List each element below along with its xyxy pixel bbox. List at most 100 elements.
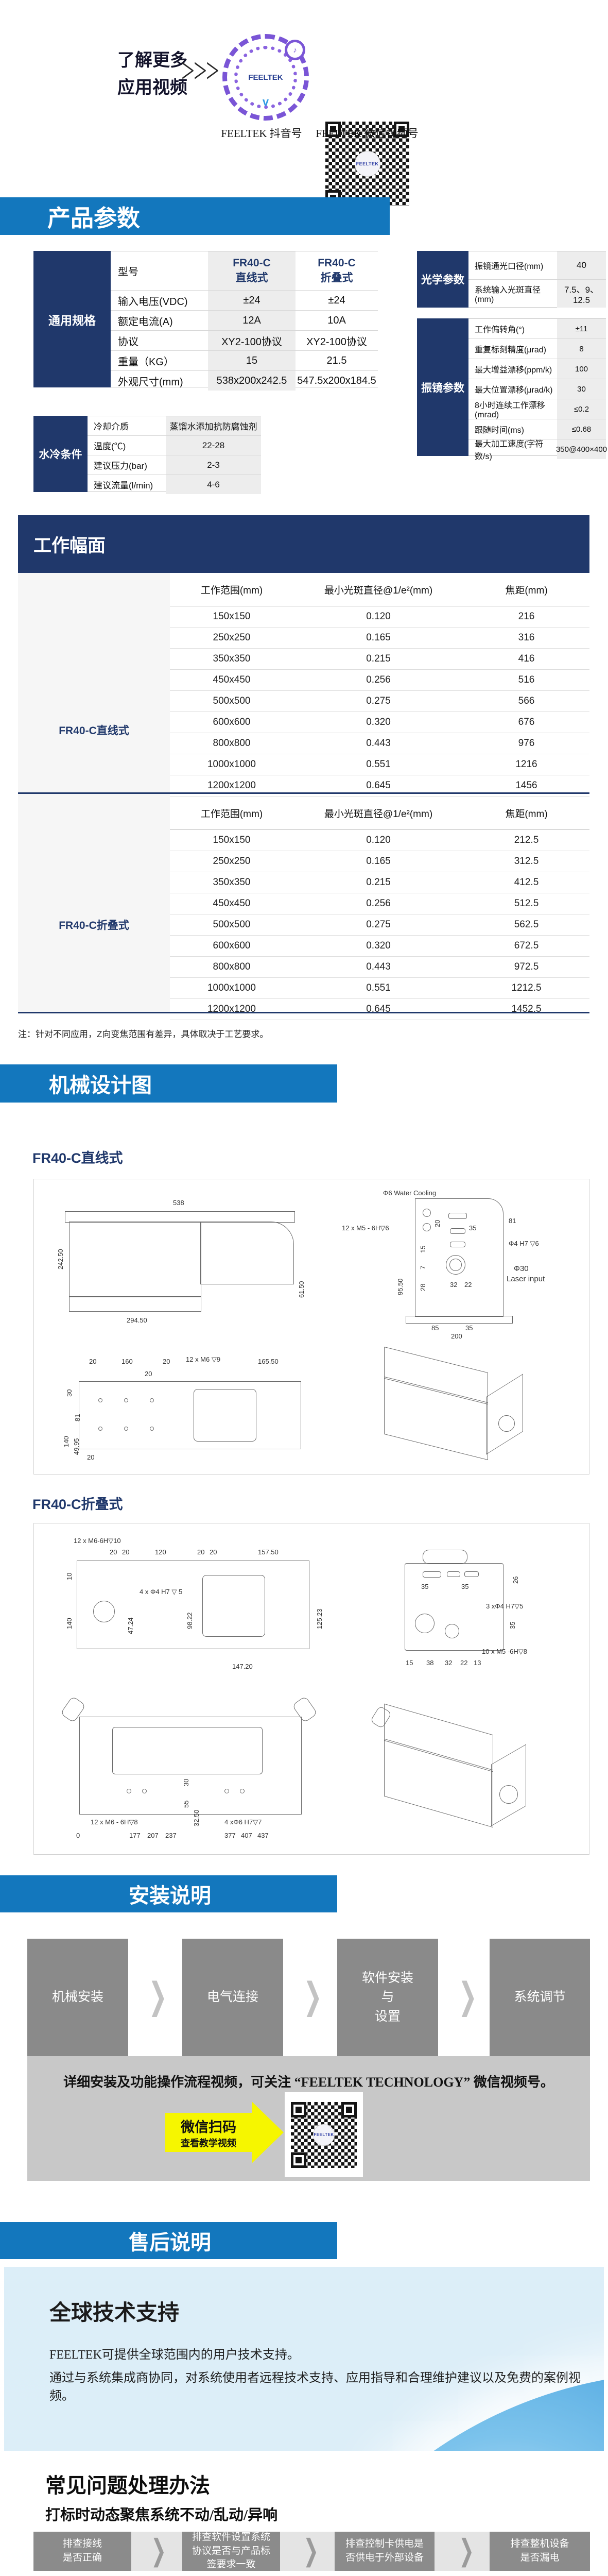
- cell-focal: 566: [518, 696, 535, 706]
- table-cell-attr: 额定电流(A): [118, 316, 173, 328]
- chevron-right-icon: ❯: [459, 2534, 475, 2567]
- dim-label: 30: [65, 1389, 73, 1397]
- handle-icon: [423, 1550, 467, 1564]
- table-rows: 冷却介质 蒸馏水添加抗防腐蚀剂 温度(℃) 22-28 建议压力(bar) 2-…: [88, 416, 261, 494]
- table-cell-value: XY2-100协议: [306, 336, 367, 348]
- cell-range: 1000x1000: [207, 759, 256, 770]
- cell-range: 150x150: [213, 611, 251, 622]
- table-row: 输入电压(VDC) ±24 ±24: [111, 291, 378, 311]
- hole-icon: [240, 1789, 245, 1793]
- table-cell-value: 7.5、9、12.5: [557, 280, 606, 308]
- general-spec-table: 通用规格 型号 FR40-C 直线式 FR40-C 折叠式 输入电压(VDC) …: [33, 251, 378, 391]
- table-row: 150x150 0.120 212.5: [170, 830, 589, 851]
- water-port-icon: [423, 1223, 431, 1231]
- drawing-shape: [112, 1727, 263, 1774]
- cell-focal: 1452.5: [511, 1004, 542, 1014]
- table-cell-value: ±11: [557, 319, 606, 338]
- dim-label: 95.50: [396, 1278, 404, 1295]
- table-rows: 振镜通光口径(mm) 40 系统输入光斑直径(mm) 7.5、9、12.5: [468, 251, 606, 308]
- dim-label: 20: [163, 1358, 170, 1365]
- dim-label: 98.22: [186, 1612, 194, 1629]
- table-cell-value: 538x200x242.5: [208, 371, 296, 391]
- model-label-straight: FR40-C直线式: [59, 725, 129, 737]
- chevron-right-icon: ❯: [148, 1976, 167, 2017]
- cell-focal: 972.5: [514, 961, 539, 972]
- table-cell-attr: 建议压力(bar): [94, 461, 147, 471]
- cell-focal: 216: [518, 611, 535, 622]
- table-cell-attr: 输入电压(VDC): [118, 296, 188, 308]
- dim-label: 200: [451, 1332, 462, 1340]
- music-note-icon: ♪: [285, 40, 305, 60]
- dim-label: 165.50: [258, 1358, 279, 1365]
- view-isometric: [363, 1346, 549, 1461]
- table-cell-attr: 冷却介质: [94, 422, 129, 432]
- support-line1: FEELTEK可提供全球范围内的用户技术支持。: [49, 2348, 300, 2362]
- table-row: 建议压力(bar) 2-3: [88, 455, 261, 475]
- dim-label: 20: [433, 1219, 441, 1227]
- dim-label: 32: [450, 1281, 458, 1289]
- dim-label: 407: [241, 1832, 252, 1839]
- table-row: 重量（KG） 15 21.5: [111, 351, 378, 371]
- table-row: 建议流量(l/min) 4-6: [88, 475, 261, 494]
- workarea-rows-straight: 150x150 0.120 216 250x250 0.165 316 350x…: [170, 606, 589, 796]
- dim-label: 81: [74, 1414, 81, 1421]
- table-cell-value: 40: [557, 251, 606, 279]
- faq-flow-1: 排查接线 是否正确 ❯ 排查软件设置系统 协议是否与产品标 签要求一致 ❯ 排查…: [33, 2532, 590, 2571]
- chevron-right-icon: ❯: [303, 2534, 319, 2567]
- water-port-icon: [423, 1209, 431, 1217]
- install-qr-wrap: FEELTEK: [285, 2092, 363, 2177]
- table-cell-value: 12A: [208, 311, 296, 330]
- column-header: 工作范围(mm): [200, 808, 263, 820]
- table-row: 8小时连续工作漂移(mrad) ≤0.2: [468, 399, 606, 419]
- section-header-product: 产品参数: [0, 197, 390, 235]
- laser-hole-icon: [499, 1785, 518, 1804]
- cell-focal: 212.5: [514, 835, 539, 845]
- water-cooling-table: 水冷条件 冷却介质 蒸馏水添加抗防腐蚀剂 温度(℃) 22-28 建议压力(ba…: [33, 416, 261, 494]
- table-row: 最大加工速度(字符数/s) 350@400×400: [468, 439, 607, 461]
- hole-icon: [98, 1398, 102, 1402]
- dim-label: 26: [512, 1576, 519, 1584]
- cell-spot: 0.275: [366, 696, 391, 706]
- table-rows: 型号 FR40-C 直线式 FR40-C 折叠式 输入电压(VDC) ±24 ±…: [111, 251, 378, 391]
- cell-spot: 0.443: [366, 738, 391, 749]
- dim-label: 81: [509, 1217, 516, 1225]
- dim-label: 20: [210, 1548, 217, 1556]
- cell-focal: 512.5: [514, 898, 539, 909]
- install-step-4: 系统调节: [490, 1939, 590, 2056]
- column-header: 焦距(mm): [505, 808, 548, 820]
- section-title: 机械设计图: [49, 1074, 152, 1097]
- drawing-shape: [77, 1561, 309, 1649]
- cell-range: 150x150: [213, 835, 251, 845]
- optical-spec-table: 光学参数 振镜通光口径(mm) 40 系统输入光斑直径(mm) 7.5、9、12…: [417, 251, 606, 308]
- dim-label: 3 xΦ4 H7▽5: [486, 1602, 524, 1610]
- cell-range: 1200x1200: [207, 1004, 256, 1014]
- cell-focal: 1212.5: [511, 982, 542, 993]
- dim-label: 294.50: [127, 1316, 147, 1324]
- table-group-label: 通用规格: [33, 251, 111, 387]
- cell-spot: 0.215: [366, 877, 391, 888]
- cell-focal: 412.5: [514, 877, 539, 888]
- connector-icon: [447, 1571, 460, 1577]
- dim-label: 10 x M5 -6H▽8: [482, 1648, 528, 1655]
- dim-label: 20: [145, 1370, 152, 1378]
- qr-finder-icon: [394, 122, 409, 137]
- install-step-2: 电气连接: [182, 1939, 283, 2056]
- laser-input-hole-inner: [449, 1259, 462, 1271]
- dim-label: 22: [464, 1281, 472, 1289]
- column-header: 最小光斑直径@1/e²(mm): [324, 808, 433, 820]
- table-row: 1200x1200 0.645 1452.5: [170, 999, 589, 1020]
- table-rows: 工作偏转角(°) ±11 重复标刻精度(μrad) 8 最大增益漂移(ppm/k…: [468, 318, 607, 461]
- workarea-rows-fold: 150x150 0.120 212.5 250x250 0.165 312.5 …: [170, 830, 589, 1020]
- drawing-title-straight: FR40-C直线式: [32, 1150, 123, 1166]
- table-cell-attr: 温度(℃): [94, 442, 126, 451]
- top-promo-text-line2: 应用视频: [117, 78, 187, 97]
- install-step-3: 软件安装 与 设置: [337, 1939, 438, 2056]
- column-header: 最小光斑直径@1/e²(mm): [324, 585, 433, 596]
- dim-label: 237: [165, 1832, 177, 1839]
- laser-hole-icon: [498, 1415, 515, 1432]
- drawing-shape: [65, 1211, 295, 1223]
- douyin-code-icon: FEELTEK ♪ v: [222, 34, 309, 121]
- faq-title: 常见问题处理办法: [45, 2474, 210, 2497]
- dim-label: 20: [87, 1453, 95, 1461]
- cell-range: 350x350: [213, 653, 251, 664]
